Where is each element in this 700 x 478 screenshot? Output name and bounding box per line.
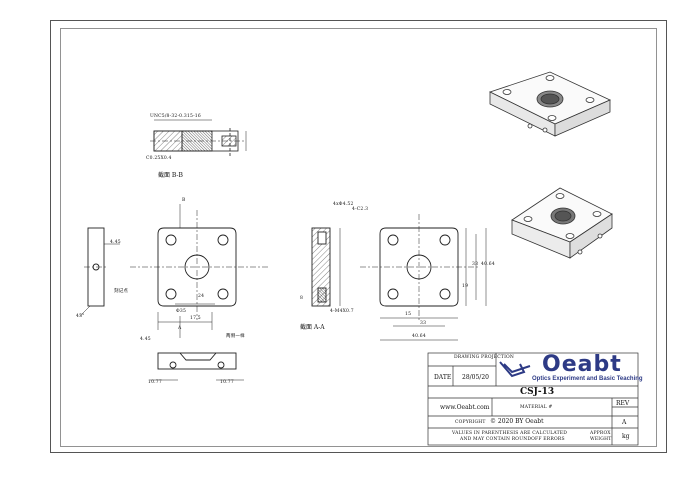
bottom-view — [150, 352, 244, 381]
rev-value: A — [622, 419, 627, 426]
projection-label: DRAWING PROJECTION — [454, 355, 515, 360]
dim-10-77-a: 10.77 — [148, 380, 162, 385]
tap-note-side: 4-M4X0.7 — [330, 309, 354, 314]
isometric-render-bottom — [511, 187, 613, 259]
left-side-view — [79, 227, 120, 317]
front-view — [130, 204, 270, 338]
title-block — [427, 352, 639, 446]
dim-10-77-b: 10.77 — [220, 380, 234, 385]
part-number: CSJ-13 — [520, 387, 555, 397]
dim-40-64-w: 40.64 — [412, 334, 426, 339]
oeabt-logo-icon — [499, 361, 531, 378]
dim-24: 24 — [198, 294, 205, 299]
dim-40-64-h: 40.64 — [481, 262, 495, 267]
weight-unit: kg — [622, 433, 630, 440]
approx-label: APPROX — [590, 431, 611, 436]
dim-19: 19 — [462, 284, 469, 289]
chamfer-note: C0.25X0.4 — [146, 156, 172, 161]
copyright-label: COPYRIGHT — [455, 420, 486, 425]
dim-4-45-a: 4.45 — [110, 240, 121, 245]
section-b-b-label: 截面 B-B — [158, 172, 183, 179]
label-a: A — [178, 326, 182, 331]
angle-label: 45° — [76, 314, 85, 319]
dim-8: 8 — [300, 296, 304, 301]
dim-phi35: Φ35 — [176, 309, 187, 314]
dim-33: 33 — [420, 321, 427, 326]
mark-label: 刻记点 — [114, 289, 129, 294]
dim-15: 15 — [405, 312, 412, 317]
dim-33-v: 33 — [472, 262, 479, 267]
both-sides-label: 两侧一样 — [226, 334, 245, 339]
date-label: DATE — [434, 374, 452, 381]
weight-label: WEIGHT — [590, 437, 612, 442]
logo-wordmark: Oeabt — [542, 352, 622, 377]
isometric-render-top — [488, 71, 611, 137]
section-b-b-view — [150, 119, 247, 156]
logo-tagline: Optics Experiment and Basic Teaching — [532, 376, 643, 382]
outer-frame — [50, 20, 667, 453]
dim-4-45-b: 4.45 — [140, 337, 151, 342]
inner-frame — [60, 28, 657, 447]
thread-note: UNC5/8-32-0.315-16 — [150, 114, 201, 119]
corner-note: 4-C2.3 — [352, 207, 369, 212]
rev-label: REV — [616, 400, 630, 407]
disclaimer-line1: VALUES IN PARENTHESIS ARE CALCULATED — [452, 431, 568, 436]
dim-17-5: 17.5 — [190, 316, 201, 321]
material-label: MATERIAL # — [520, 405, 553, 410]
section-a-a-label: 截面 A-A — [300, 324, 325, 331]
disclaimer-line2: AND MAY CONTAIN ROUNDOFF ERRORS — [460, 437, 565, 442]
website: www.Oeabt.com — [440, 404, 490, 411]
pin-note: 4xΦ4.52 — [333, 202, 354, 207]
section-a-a-view — [311, 227, 341, 307]
copyright-text: © 2020 BY Oeabt — [490, 418, 544, 425]
label-b: B — [182, 198, 186, 203]
date-value: 28/05/20 — [462, 374, 489, 381]
plan-view — [360, 214, 487, 341]
